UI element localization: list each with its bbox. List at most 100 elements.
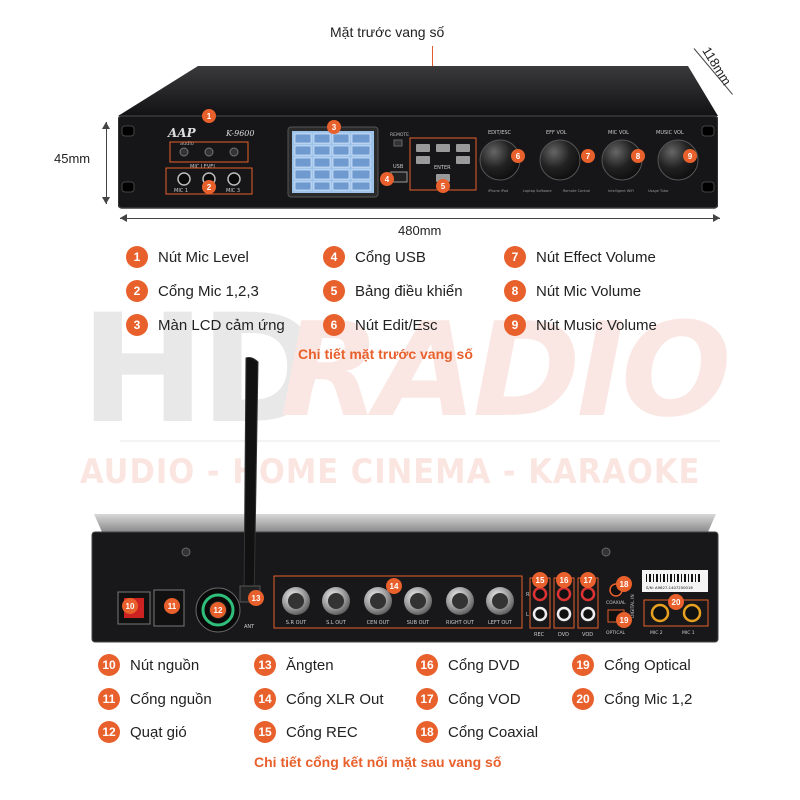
- marker-4: 4: [385, 175, 390, 184]
- feature-label-4: Intelligent WiFi: [608, 189, 634, 193]
- legend-num: 5: [323, 280, 345, 302]
- marker-9: 9: [688, 152, 693, 161]
- coaxial-label: COAXIAL: [606, 600, 626, 606]
- feature-label-2: Laptop Software: [523, 189, 552, 193]
- effect-volume-knob: [539, 139, 581, 181]
- mic-level-label: MIC LEVEL: [190, 164, 216, 170]
- legend-num: 18: [416, 721, 438, 743]
- xlr-label-sl: S.L OUT: [326, 620, 347, 626]
- legend-label: Nút Effect Volume: [536, 248, 656, 266]
- marker-10: 10: [126, 602, 135, 611]
- legend-item-6: 6 Nút Edit/Esc: [323, 314, 438, 336]
- optical-label: OPTICAL: [606, 630, 626, 636]
- legend-item-11: 11 Cổng nguồn: [98, 688, 212, 710]
- knob-mic-label: MIC VOL: [608, 130, 629, 136]
- legend-item-14: 14 Cổng XLR Out: [254, 688, 384, 710]
- mic-jack-1-label: MIC 1: [174, 188, 188, 194]
- legend-num: 7: [504, 246, 526, 268]
- rear-caption: Chi tiết cổng kết nối mặt sau vang số: [254, 754, 502, 770]
- rear-mic2-jack: [650, 603, 670, 623]
- front-pointer-label: Mặt trước vang số: [330, 24, 445, 40]
- watermark-tagline: AUDIO - HOME CINEMA - KARAOKE: [80, 452, 701, 492]
- legend-label: Cổng XLR Out: [286, 690, 384, 708]
- width-dimension-line: [120, 214, 720, 222]
- enter-label: ENTER: [434, 165, 451, 171]
- legend-item-4: 4 Cổng USB: [323, 246, 426, 268]
- marker-11: 11: [168, 602, 177, 611]
- legend-label: Cổng VOD: [448, 690, 521, 708]
- legend-label: Cổng Mic 1,2,3: [158, 282, 259, 300]
- legend-num: 11: [98, 688, 120, 710]
- legend-num: 3: [126, 314, 148, 336]
- width-dimension-label: 480mm: [398, 223, 442, 238]
- legend-label: Cổng USB: [355, 248, 426, 266]
- brand-sub: audio: [180, 141, 194, 147]
- legend-label: Cổng DVD: [448, 656, 520, 674]
- legend-label: Cổng nguồn: [130, 690, 212, 708]
- legend-num: 10: [98, 654, 120, 676]
- marker-20: 20: [672, 598, 681, 607]
- legend-item-7: 7 Nút Effect Volume: [504, 246, 656, 268]
- marker-16: 16: [560, 576, 569, 585]
- rca-vod-label: VOD: [582, 632, 593, 638]
- xlr-label-sub: SUB OUT: [407, 620, 430, 626]
- legend-item-20: 20 Cổng Mic 1,2: [572, 688, 692, 710]
- height-dimension-line: [102, 122, 110, 204]
- legend-item-5: 5 Bảng điều khiển: [323, 280, 463, 302]
- legend-item-2: 2 Cổng Mic 1,2,3: [126, 280, 259, 302]
- brand-logo: AAP: [167, 126, 197, 140]
- marker-1: 1: [207, 112, 212, 121]
- mic-jack-3-label: MIC 3: [226, 188, 240, 194]
- marker-15: 15: [536, 576, 545, 585]
- legend-num: 14: [254, 688, 276, 710]
- marker-3: 3: [332, 123, 337, 132]
- legend-num: 19: [572, 654, 594, 676]
- digital-in-label: DIGITAL IN: [630, 594, 636, 618]
- ant-label: ANT: [244, 624, 255, 630]
- rear-mic1-jack: [682, 603, 702, 623]
- legend-label: Bảng điều khiển: [355, 282, 463, 300]
- xlr-label-right: RIGHT OUT: [446, 620, 475, 626]
- watermark-divider: [120, 440, 720, 442]
- knob-eff-label: EFF VOL: [546, 130, 567, 136]
- front-markers: 1 2 3 4 5 6 7 8 9: [202, 109, 697, 194]
- legend-num: 8: [504, 280, 526, 302]
- feature-label-1: iPhone iPad: [488, 189, 508, 193]
- legend-label: Cổng Mic 1,2: [604, 690, 693, 708]
- usb-label: USB: [393, 164, 404, 170]
- marker-8: 8: [636, 152, 641, 161]
- marker-18: 18: [620, 580, 629, 589]
- xlr-label-sr: S.R OUT: [286, 620, 307, 626]
- height-dimension-label: 45mm: [54, 151, 91, 166]
- legend-label: Nút Edit/Esc: [355, 316, 438, 334]
- legend-item-3: 3 Màn LCD cảm ứng: [126, 314, 285, 336]
- legend-label: Màn LCD cảm ứng: [158, 316, 285, 334]
- rear-mic2-label: MIC 2: [650, 630, 663, 636]
- marker-17: 17: [584, 576, 593, 585]
- rca-l-label: L: [526, 612, 529, 618]
- legend-label: Quạt gió: [130, 723, 187, 741]
- legend-item-15: 15 Cổng REC: [254, 721, 358, 743]
- marker-7: 7: [586, 152, 591, 161]
- rca-rec-label: REC: [534, 632, 545, 638]
- legend-num: 2: [126, 280, 148, 302]
- marker-6: 6: [516, 152, 521, 161]
- xlr-label-left: LEFT OUT: [488, 620, 513, 626]
- front-caption: Chi tiết mặt trước vang số: [298, 346, 473, 362]
- legend-num: 6: [323, 314, 345, 336]
- legend-label: Cổng REC: [286, 723, 358, 741]
- legend-num: 20: [572, 688, 594, 710]
- legend-num: 15: [254, 721, 276, 743]
- top-lid: [118, 66, 718, 116]
- marker-19: 19: [620, 616, 629, 625]
- legend-num: 4: [323, 246, 345, 268]
- feature-label-3: Remote Control: [563, 189, 590, 193]
- marker-14: 14: [390, 582, 399, 591]
- legend-num: 1: [126, 246, 148, 268]
